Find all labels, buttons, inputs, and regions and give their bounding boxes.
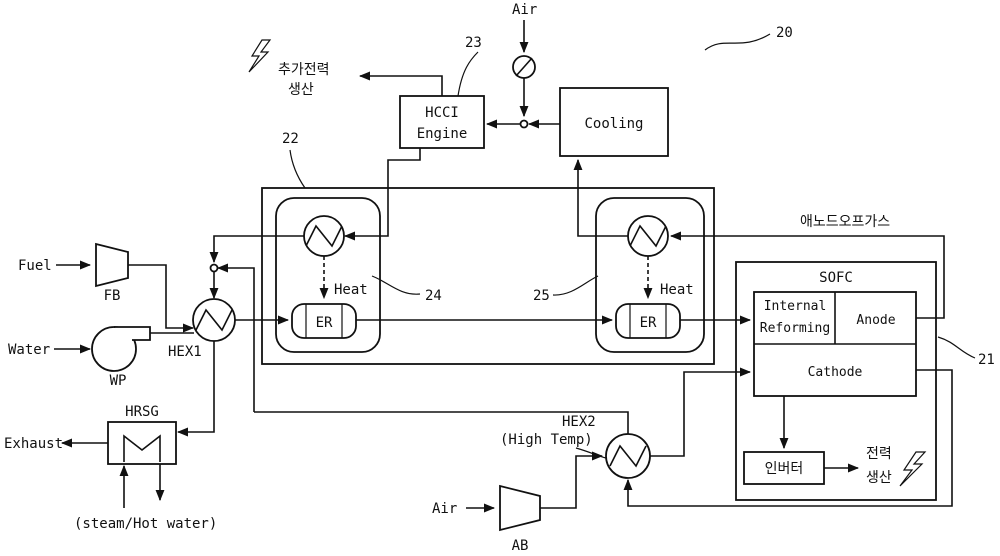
wp-label: WP bbox=[110, 373, 127, 389]
ref-leader-22 bbox=[289, 149, 306, 189]
fb-label: FB bbox=[104, 288, 121, 304]
extra-power-label-2: 생산 bbox=[288, 82, 314, 98]
cooling-label: Cooling bbox=[584, 116, 643, 132]
hex1-label: HEX1 bbox=[168, 344, 202, 360]
hex2-to-cathode-line bbox=[650, 367, 752, 457]
heat-exchanger-25-wave bbox=[629, 224, 667, 248]
er-module-25 bbox=[595, 197, 705, 353]
unit-22-enclosure bbox=[261, 187, 715, 365]
ref-label-25: 25 bbox=[533, 288, 550, 304]
anode-offgas-label: 애노드오프가스 bbox=[800, 214, 890, 230]
cooling-box bbox=[559, 87, 669, 157]
ref-leader-25 bbox=[552, 275, 599, 296]
hcci-engine-label: HCCI bbox=[425, 105, 459, 121]
ref-leader-21 bbox=[937, 336, 976, 359]
air-bottom-label: Air bbox=[432, 501, 457, 517]
er-24-label: ER bbox=[316, 315, 333, 331]
heat-24-label: Heat bbox=[334, 282, 368, 298]
cathode-exhaust-line bbox=[623, 369, 953, 507]
ref-label-24: 24 bbox=[425, 288, 442, 304]
exhaust-label: Exhaust bbox=[4, 436, 63, 452]
hex2-label: HEX2 bbox=[562, 414, 596, 430]
hex2-wave bbox=[609, 444, 647, 468]
heat-25-label: Heat bbox=[660, 282, 694, 298]
ref-leader-23 bbox=[457, 51, 479, 97]
engine-to-power-line bbox=[358, 71, 443, 96]
power-label: 전력 bbox=[866, 446, 892, 462]
anode-offgas-line bbox=[669, 231, 945, 319]
ref-label-20: 20 bbox=[776, 25, 793, 41]
bypass-to-junction-line bbox=[216, 263, 255, 412]
heat-exchanger-24-wave bbox=[305, 224, 343, 248]
junction-node bbox=[209, 263, 219, 273]
water-label: Water bbox=[8, 342, 50, 358]
engine-exhaust-line bbox=[343, 148, 421, 241]
anode-label: Anode bbox=[856, 313, 895, 328]
er-module-24 bbox=[275, 197, 381, 353]
sofc-box bbox=[735, 261, 937, 501]
ab-to-hex2-line bbox=[540, 451, 604, 509]
internal-reforming-label: Internal bbox=[764, 299, 827, 314]
hex1-wave bbox=[195, 308, 233, 332]
hex2-to-bypass-line bbox=[254, 411, 629, 434]
ref-label-22: 22 bbox=[282, 131, 299, 147]
hcci-engine-box bbox=[399, 95, 485, 149]
hx25-to-cooling-line bbox=[573, 158, 628, 237]
air-top-label: Air bbox=[512, 2, 537, 18]
hex2-label-2: (High Temp) bbox=[500, 432, 593, 448]
hrsg-box bbox=[107, 421, 177, 465]
lightning-icon bbox=[248, 39, 272, 73]
power-label-2: 생산 bbox=[866, 470, 892, 486]
er-25-label: ER bbox=[640, 315, 657, 331]
hrsg-label: HRSG bbox=[125, 404, 159, 420]
cathode-label: Cathode bbox=[808, 365, 863, 380]
fb-to-hex1-line bbox=[128, 264, 195, 333]
mixer-node bbox=[519, 119, 529, 129]
ref-label-23: 23 bbox=[465, 35, 482, 51]
hx24-outlet-line bbox=[209, 235, 304, 264]
air-blower-icon bbox=[499, 484, 541, 532]
extra-power-label: 추가전력 bbox=[278, 62, 330, 78]
fuel-blower-icon bbox=[95, 242, 129, 288]
er-reactor-25 bbox=[615, 303, 681, 339]
air-valve-slash bbox=[515, 57, 533, 77]
ref-label-21: 21 bbox=[978, 352, 995, 368]
inverter-label: 인버터 bbox=[765, 461, 804, 477]
lightning-icon bbox=[899, 451, 927, 487]
hex1-to-hrsg-line bbox=[176, 341, 215, 437]
ref-leader-20 bbox=[704, 33, 771, 51]
steam-label: (steam/Hot water) bbox=[74, 516, 217, 532]
sofc-title: SOFC bbox=[819, 270, 853, 286]
hrsg-coil bbox=[123, 434, 161, 462]
er-reactor-24 bbox=[291, 303, 357, 339]
hcci-engine-label-2: Engine bbox=[417, 126, 468, 142]
fuel-label: Fuel bbox=[18, 258, 52, 274]
ab-label: AB bbox=[512, 538, 529, 554]
ref-leader-24 bbox=[371, 275, 421, 295]
internal-reforming-label-2: Reforming bbox=[760, 321, 830, 336]
